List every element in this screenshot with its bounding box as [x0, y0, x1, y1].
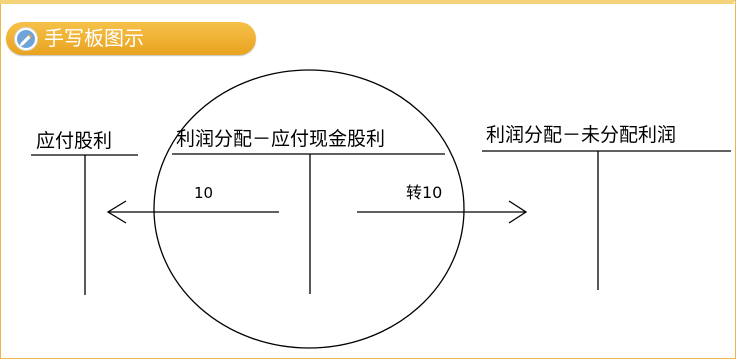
- badge-title: 手写板图示: [44, 26, 144, 50]
- account-left-title: 应付股利: [36, 130, 112, 152]
- top-border: [0, 0, 734, 4]
- account-right-title: 利润分配－未分配利润: [486, 124, 676, 146]
- pencil-icon-graphic: [17, 30, 35, 48]
- arrow-left-amount: 10: [194, 184, 213, 202]
- arrow-right-amount: 转10: [406, 183, 442, 202]
- pencil-icon: [14, 27, 38, 51]
- title-badge: 手写板图示: [6, 22, 256, 55]
- arrow-left-head: [106, 200, 127, 224]
- account-middle-title: 利润分配－应付现金股利: [176, 128, 385, 150]
- arrow-right-head: [508, 200, 528, 224]
- highlight-circle: [153, 69, 465, 349]
